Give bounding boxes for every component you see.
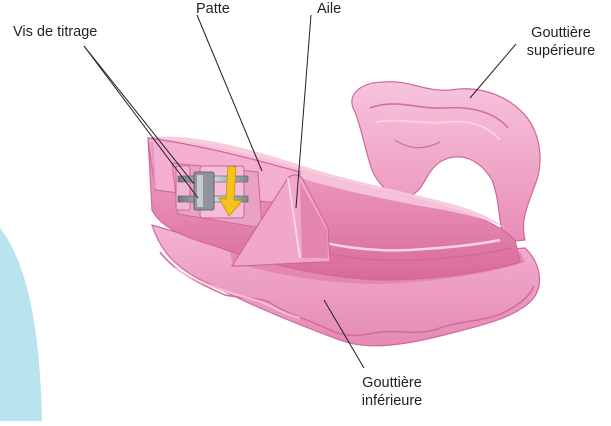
- background-arc: [0, 228, 42, 421]
- label-gouttiere-inferieure: Gouttière inférieure: [347, 374, 437, 410]
- leader-vis-de-titrage: [84, 46, 194, 184]
- label-gouttiere-superieure-line1: Gouttière: [516, 24, 606, 42]
- label-gouttiere-superieure: Gouttière supérieure: [516, 24, 606, 60]
- label-vis-de-titrage: Vis de titrage: [13, 23, 97, 41]
- leader-vis-de-titrage-2: [84, 46, 198, 198]
- label-gouttiere-inferieure-line1: Gouttière: [347, 374, 437, 392]
- leader-gouttiere-superieure: [470, 44, 516, 98]
- label-gouttiere-inferieure-line2: inférieure: [347, 392, 437, 410]
- label-aile: Aile: [317, 0, 341, 18]
- label-gouttiere-superieure-line2: supérieure: [516, 42, 606, 60]
- label-patte: Patte: [196, 0, 230, 18]
